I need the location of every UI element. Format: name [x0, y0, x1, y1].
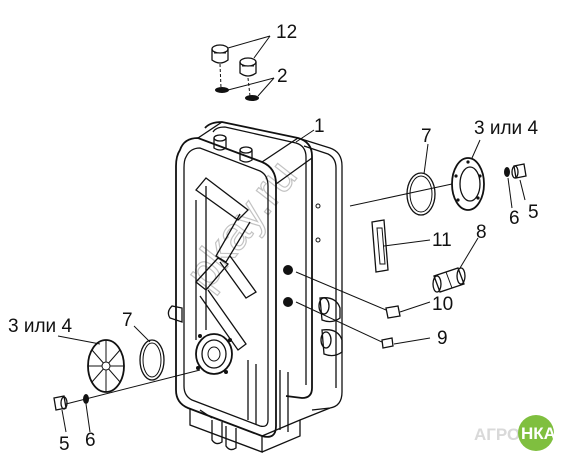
- watermark-text: pkay.ru: [175, 150, 307, 298]
- callout-8: 8: [476, 222, 487, 243]
- logo-text-left: АГРО: [474, 425, 520, 444]
- plug-9: [295, 301, 394, 349]
- callouts: 12 2 1 7 3 или 4 5 6 8 11 10 9 3 или 4 7…: [8, 22, 539, 455]
- agronka-logo: АГРО НКА: [474, 415, 556, 451]
- tank-body: [167, 121, 343, 453]
- callout-5-right: 5: [528, 202, 539, 223]
- washer-right: [245, 95, 259, 101]
- callout-3-or-4-right: 3 или 4: [474, 118, 538, 139]
- side-port-1: [283, 265, 293, 275]
- bolt-5-left: [53, 395, 68, 411]
- cap-left: [211, 44, 229, 64]
- fitting-10: [295, 271, 401, 319]
- washer-6-right: [504, 167, 510, 177]
- callout-9: 9: [437, 328, 448, 349]
- callout-12: 12: [276, 22, 297, 43]
- watermark: pkay.ru: [174, 149, 307, 298]
- connector-8: [432, 267, 466, 293]
- o-ring-right: [406, 172, 436, 216]
- callout-2: 2: [277, 66, 288, 87]
- washer-left: [215, 87, 229, 93]
- cap-right: [239, 57, 257, 77]
- callout-1: 1: [314, 116, 325, 137]
- callout-3-or-4-left: 3 или 4: [8, 316, 72, 337]
- sight-glass: [371, 219, 389, 273]
- flange-left: [87, 339, 125, 393]
- callout-5-left: 5: [59, 434, 70, 455]
- callout-10: 10: [432, 294, 453, 315]
- callout-6-left: 6: [85, 430, 96, 451]
- bolt-5-right: [511, 163, 527, 179]
- logo-circle: [518, 415, 554, 451]
- logo-text-right: НКА: [521, 424, 556, 443]
- callout-7-left: 7: [122, 310, 133, 331]
- o-ring-left: [139, 339, 165, 381]
- leader-lines: [57, 35, 526, 433]
- callout-11: 11: [432, 230, 452, 251]
- callout-7-right: 7: [421, 126, 432, 147]
- side-port-2: [283, 297, 293, 307]
- callout-6-right: 6: [509, 208, 520, 229]
- flange-right: [451, 157, 485, 211]
